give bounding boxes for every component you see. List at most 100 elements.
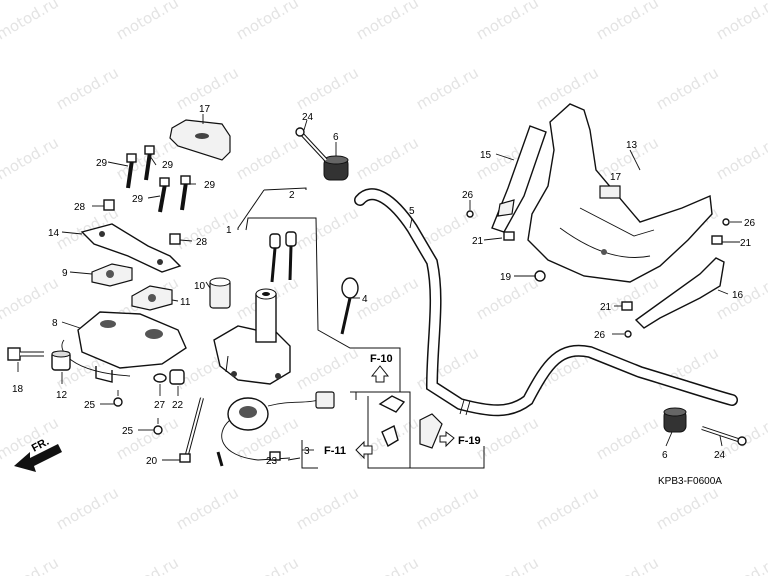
- watermark-text: motod.ru: [233, 553, 302, 576]
- ref-f10: F-10: [370, 353, 393, 365]
- callout-29-a: 29: [96, 158, 108, 169]
- callout-20: 20: [146, 456, 158, 467]
- watermark-text: motod.ru: [473, 553, 542, 576]
- collar-11: [51, 350, 71, 371]
- callout-9: 10: [194, 281, 206, 292]
- callout-14: 15: [480, 150, 492, 161]
- lower-holder-10: [131, 285, 173, 311]
- upper-holder: [169, 119, 231, 161]
- inner-cover-14: [491, 125, 547, 233]
- callout-29-b: 29: [162, 160, 174, 171]
- callout-29-c: 29: [132, 194, 144, 205]
- callout-10: 11: [180, 297, 191, 308]
- reference-arrows: [355, 365, 455, 460]
- callout-25-a: 25: [84, 400, 96, 411]
- lower-holder-8: [91, 263, 133, 287]
- watermark-text: motod.ru: [413, 63, 482, 113]
- watermark-text: motod.ru: [293, 203, 362, 253]
- callout-18: 18: [12, 384, 24, 395]
- callout-3: 3: [304, 446, 310, 457]
- callout-17: 17: [610, 172, 622, 183]
- keys: [269, 231, 297, 283]
- sub-parts: [378, 395, 443, 449]
- watermark-text: motod.ru: [353, 133, 422, 183]
- watermark-text: motod.ru: [0, 133, 62, 183]
- screw-23: [216, 451, 224, 467]
- watermark-text: motod.ru: [113, 0, 182, 43]
- callout-4: 4: [362, 294, 368, 305]
- callout-21-a: 21: [472, 236, 484, 247]
- ref-f11: F-11: [324, 445, 346, 457]
- key-4: [340, 277, 359, 335]
- callout-21-b: 21: [740, 238, 752, 249]
- watermark-text: motod.ru: [593, 553, 662, 576]
- bolt-bottom: [701, 426, 747, 446]
- callout-29-d: 29: [204, 180, 216, 191]
- callout-25-b: 25: [122, 426, 134, 437]
- watermark-text: motod.ru: [0, 343, 2, 393]
- watermark-text: motod.ru: [293, 343, 362, 393]
- watermark-text: motod.ru: [353, 0, 422, 43]
- collar-9: [209, 277, 231, 309]
- watermark-text: motod.ru: [0, 0, 62, 43]
- callout-28-b: 28: [196, 237, 208, 248]
- watermark-text: motod.ru: [0, 203, 2, 253]
- watermark-text: motod.ru: [53, 483, 122, 533]
- callout-23: 23: [266, 456, 278, 467]
- lower-cover-15: [634, 257, 725, 329]
- callout-19: 19: [500, 272, 512, 283]
- callout-26-b: 26: [744, 218, 756, 229]
- watermark-text: motod.ru: [0, 483, 2, 533]
- callout-24-bottom: 24: [714, 450, 726, 461]
- handlebar-upper-cover: [527, 103, 713, 283]
- handlebar-bracket-plate: [80, 223, 182, 273]
- watermark-text: motod.ru: [473, 0, 542, 43]
- watermark-text: motod.ru: [0, 273, 62, 323]
- watermark-text: motod.ru: [53, 63, 122, 113]
- callout-26-c: 26: [594, 330, 606, 341]
- watermark-text: motod.ru: [533, 483, 602, 533]
- collar-22: [169, 369, 185, 385]
- callout-1: 1: [226, 225, 232, 236]
- bolt-28: [103, 199, 181, 245]
- callout-5: 5: [409, 206, 415, 217]
- callout-2: 2: [289, 190, 295, 201]
- callout-6-bottom: 6: [662, 450, 668, 461]
- watermark-text: motod.ru: [413, 343, 482, 393]
- bolt-20: [179, 397, 204, 463]
- ignition-switch-body: [213, 288, 291, 385]
- rubber-spacer-bottom: [663, 407, 687, 433]
- front-direction-arrow: [14, 444, 62, 472]
- watermark-text: motod.ru: [593, 413, 662, 463]
- callout-22: 22: [172, 400, 184, 411]
- washer-27: [153, 373, 167, 383]
- watermark-text: motod.ru: [293, 63, 362, 113]
- bolts-29: [126, 145, 191, 213]
- reference-labels: F-10 F-11 F-19 FR. KPB3-F0600A: [30, 353, 722, 487]
- watermark-text: motod.ru: [713, 133, 768, 183]
- watermark-text: motod.ru: [713, 553, 768, 576]
- callout-6-top: 6: [333, 132, 339, 143]
- watermark-text: motod.ru: [413, 483, 482, 533]
- watermark-text: motod.ru: [353, 553, 422, 576]
- screw-25a: [113, 390, 123, 407]
- watermark-text: motod.ru: [0, 63, 2, 113]
- watermark-text: motod.ru: [713, 0, 768, 43]
- callout-labels: 17 24 6 29 29 29 29 28 28 14 9 11 8 18 1…: [12, 104, 756, 467]
- watermark-text: motod.ru: [113, 553, 182, 576]
- handlebar-base-7: [61, 311, 187, 383]
- watermark-text: motod.ru: [233, 133, 302, 183]
- callout-12: 13: [626, 140, 638, 151]
- ref-f19: F-19: [458, 435, 481, 447]
- callout-11: 12: [56, 390, 68, 401]
- leader-lines: [17, 114, 742, 461]
- callout-15: 16: [732, 290, 744, 301]
- watermark-text: motod.ru: [293, 483, 362, 533]
- watermark-text: motod.ru: [653, 63, 722, 113]
- callout-13: 14: [48, 228, 60, 239]
- drawing-code: KPB3-F0600A: [658, 476, 722, 487]
- watermark-text: motod.ru: [593, 0, 662, 43]
